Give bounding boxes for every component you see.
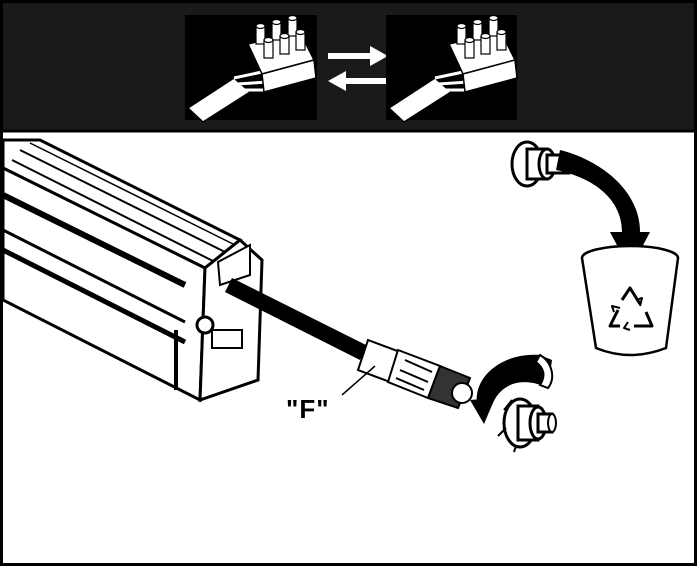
arrow-left-icon xyxy=(328,71,388,91)
led-lamp-fixture-icon xyxy=(1,138,264,403)
arrow-right-icon xyxy=(328,46,388,66)
terminal-block-connector-icon xyxy=(185,14,317,123)
terminal-block-connector-icon xyxy=(386,14,518,123)
header-band xyxy=(3,3,694,133)
recycle-symbol-icon xyxy=(608,286,654,331)
end-cap-icon xyxy=(497,397,557,453)
recycle-bin-icon xyxy=(580,244,680,357)
callout-label-f: "F" xyxy=(286,394,330,424)
rotate-arrow-icon xyxy=(470,353,554,424)
curved-arrow-icon xyxy=(556,150,650,270)
callout-leader-line xyxy=(341,365,376,396)
